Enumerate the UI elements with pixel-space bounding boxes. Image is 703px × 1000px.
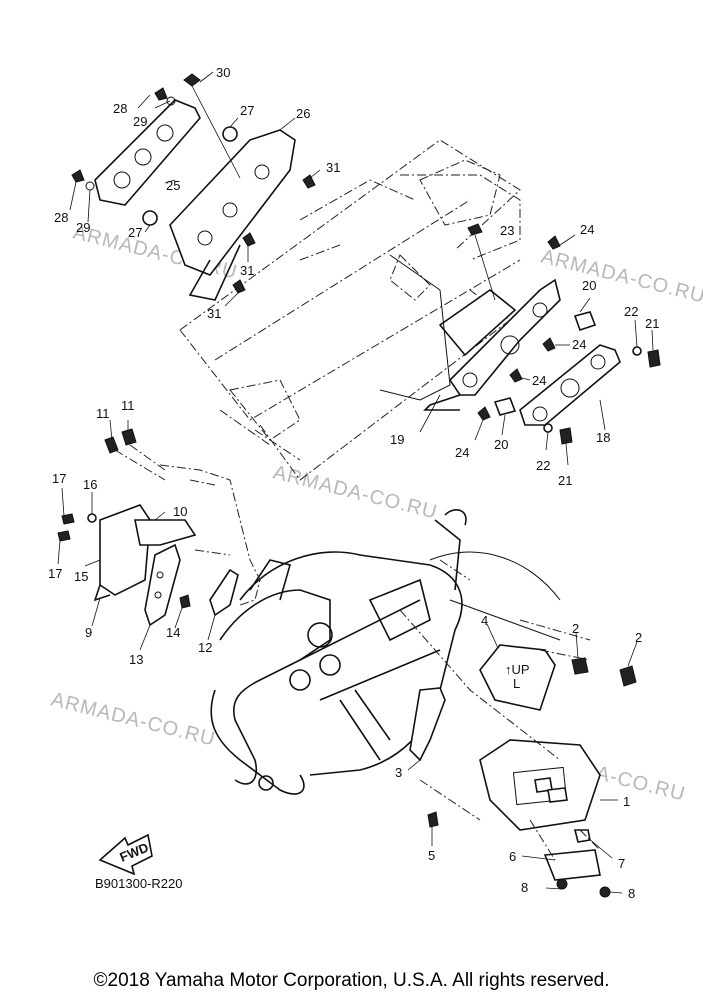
callout-9: 9 <box>85 625 92 640</box>
callout-3: 3 <box>395 765 402 780</box>
callout-7: 7 <box>618 856 625 871</box>
callout-22: 22 <box>536 458 550 473</box>
battery-box-group: ↑UP L <box>399 559 638 898</box>
cover-4 <box>479 644 556 711</box>
cover-9 <box>99 504 151 596</box>
callout-18: 18 <box>596 430 610 445</box>
callout-29: 29 <box>133 114 147 129</box>
callout-4: 4 <box>481 613 488 628</box>
callout-8: 8 <box>628 886 635 901</box>
callout-17: 17 <box>52 471 66 486</box>
callout-26: 26 <box>296 106 310 121</box>
callout-20: 20 <box>582 278 596 293</box>
callout-2: 2 <box>635 630 642 645</box>
bracket-3 <box>409 687 446 762</box>
plate-25 <box>94 99 201 206</box>
bracket-26 <box>169 129 296 276</box>
callout-31: 31 <box>207 306 221 321</box>
callout-11: 11 <box>121 398 135 413</box>
watermarks: ARMADA-CO.RU ARMADA-CO.RU ARMADA-CO.RU A… <box>49 222 703 806</box>
callout-27: 27 <box>128 225 142 240</box>
callout-5: 5 <box>428 848 435 863</box>
callout-21: 21 <box>558 473 572 488</box>
lower-frame <box>210 509 561 795</box>
callout-23: 23 <box>500 223 514 238</box>
callout-30: 30 <box>216 65 230 80</box>
callout-24: 24 <box>532 373 546 388</box>
callout-24: 24 <box>580 222 594 237</box>
fwd-arrow: FWD <box>98 833 153 876</box>
callout-6: 6 <box>509 849 516 864</box>
callout-8: 8 <box>521 880 528 895</box>
callout-31: 31 <box>326 160 340 175</box>
callout-20: 20 <box>494 437 508 452</box>
callout-25: 25 <box>166 178 180 193</box>
frame-outline <box>179 139 521 481</box>
upper-right-bracket-group <box>379 223 661 466</box>
callout-11: 11 <box>96 406 110 421</box>
callout-labels: 30 28 29 27 26 25 31 28 29 27 31 31 23 2… <box>48 65 659 901</box>
callout-10: 10 <box>173 504 187 519</box>
callout-17: 17 <box>48 566 62 581</box>
strap-6 <box>543 849 601 881</box>
up-label: ↑UP <box>505 662 530 677</box>
callout-28: 28 <box>113 101 127 116</box>
callout-19: 19 <box>390 432 404 447</box>
l-label: L <box>513 676 520 691</box>
watermark: ARMADA-CO.RU <box>271 462 440 524</box>
callout-21: 21 <box>645 316 659 331</box>
callout-27: 27 <box>240 103 254 118</box>
upper-left-bracket-group <box>69 71 321 307</box>
callout-24: 24 <box>455 445 469 460</box>
callout-31: 31 <box>240 263 254 278</box>
diagram-code: B901300-R220 <box>95 876 183 891</box>
callout-22: 22 <box>624 304 638 319</box>
callout-13: 13 <box>129 652 143 667</box>
callout-1: 1 <box>623 794 630 809</box>
copyright-notice: ©2018 Yamaha Motor Corporation, U.S.A. A… <box>93 970 610 991</box>
plate-18 <box>519 344 621 426</box>
left-component-group <box>57 419 261 651</box>
watermark: ARMADA-CO.RU <box>49 689 218 751</box>
callout-28: 28 <box>54 210 68 225</box>
callout-16: 16 <box>83 477 97 492</box>
callout-29: 29 <box>76 220 90 235</box>
bracket-10 <box>134 519 197 546</box>
callout-12: 12 <box>198 640 212 655</box>
callout-24: 24 <box>572 337 586 352</box>
component-13 <box>144 543 181 627</box>
bracket-12 <box>209 568 239 617</box>
callout-15: 15 <box>74 569 88 584</box>
callout-14: 14 <box>166 625 180 640</box>
callout-2: 2 <box>572 621 579 636</box>
watermark: ARMADA-CO.RU <box>539 246 703 308</box>
